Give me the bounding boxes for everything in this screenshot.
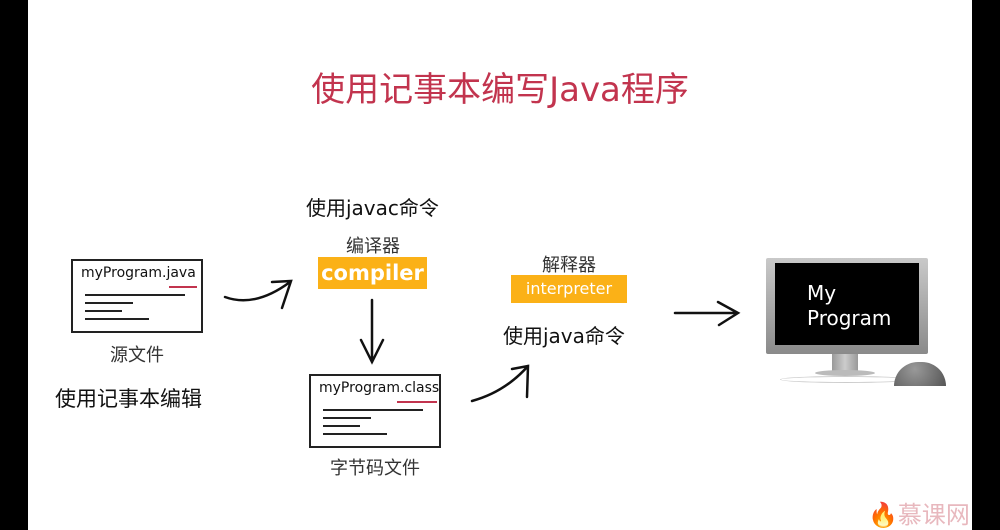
bytecode-file-box: myProgram.class <box>309 374 441 448</box>
bytecode-file-label: 字节码文件 <box>330 458 420 479</box>
compiler-tag: compiler <box>318 257 427 289</box>
notepad-caption: 使用记事本编辑 <box>55 387 202 411</box>
screen-line-2: Program <box>807 306 892 330</box>
extension-underline <box>169 286 197 288</box>
monitor-stand <box>832 354 858 372</box>
arrow-down-to-bytecode <box>359 298 385 365</box>
cable <box>780 376 912 383</box>
source-file-label: 源文件 <box>110 345 164 366</box>
bytecode-filename: myProgram.class <box>319 380 440 396</box>
javac-command: 使用javac命令 <box>306 196 439 220</box>
screen-line-1: My <box>807 281 837 305</box>
flame-icon: 🔥 <box>868 501 898 529</box>
source-filename: myProgram.java <box>81 265 196 281</box>
monitor-base <box>815 370 875 376</box>
source-file-box: myProgram.java <box>71 259 203 333</box>
extension-underline <box>397 401 437 403</box>
compiler-label: 编译器 <box>346 236 400 257</box>
arrow-to-compiler <box>223 279 293 310</box>
java-command: 使用java命令 <box>503 324 625 348</box>
interpreter-tag: interpreter <box>511 275 627 303</box>
slide-title: 使用记事本编写Java程序 <box>311 70 689 110</box>
arrow-to-interpreter <box>470 364 530 403</box>
watermark-logo: 🔥慕课网 <box>868 501 970 529</box>
interpreter-label: 解释器 <box>542 255 596 276</box>
monitor-icon: My Program <box>766 258 928 354</box>
arrow-to-monitor <box>673 300 741 327</box>
monitor-screen: My Program <box>775 263 919 345</box>
